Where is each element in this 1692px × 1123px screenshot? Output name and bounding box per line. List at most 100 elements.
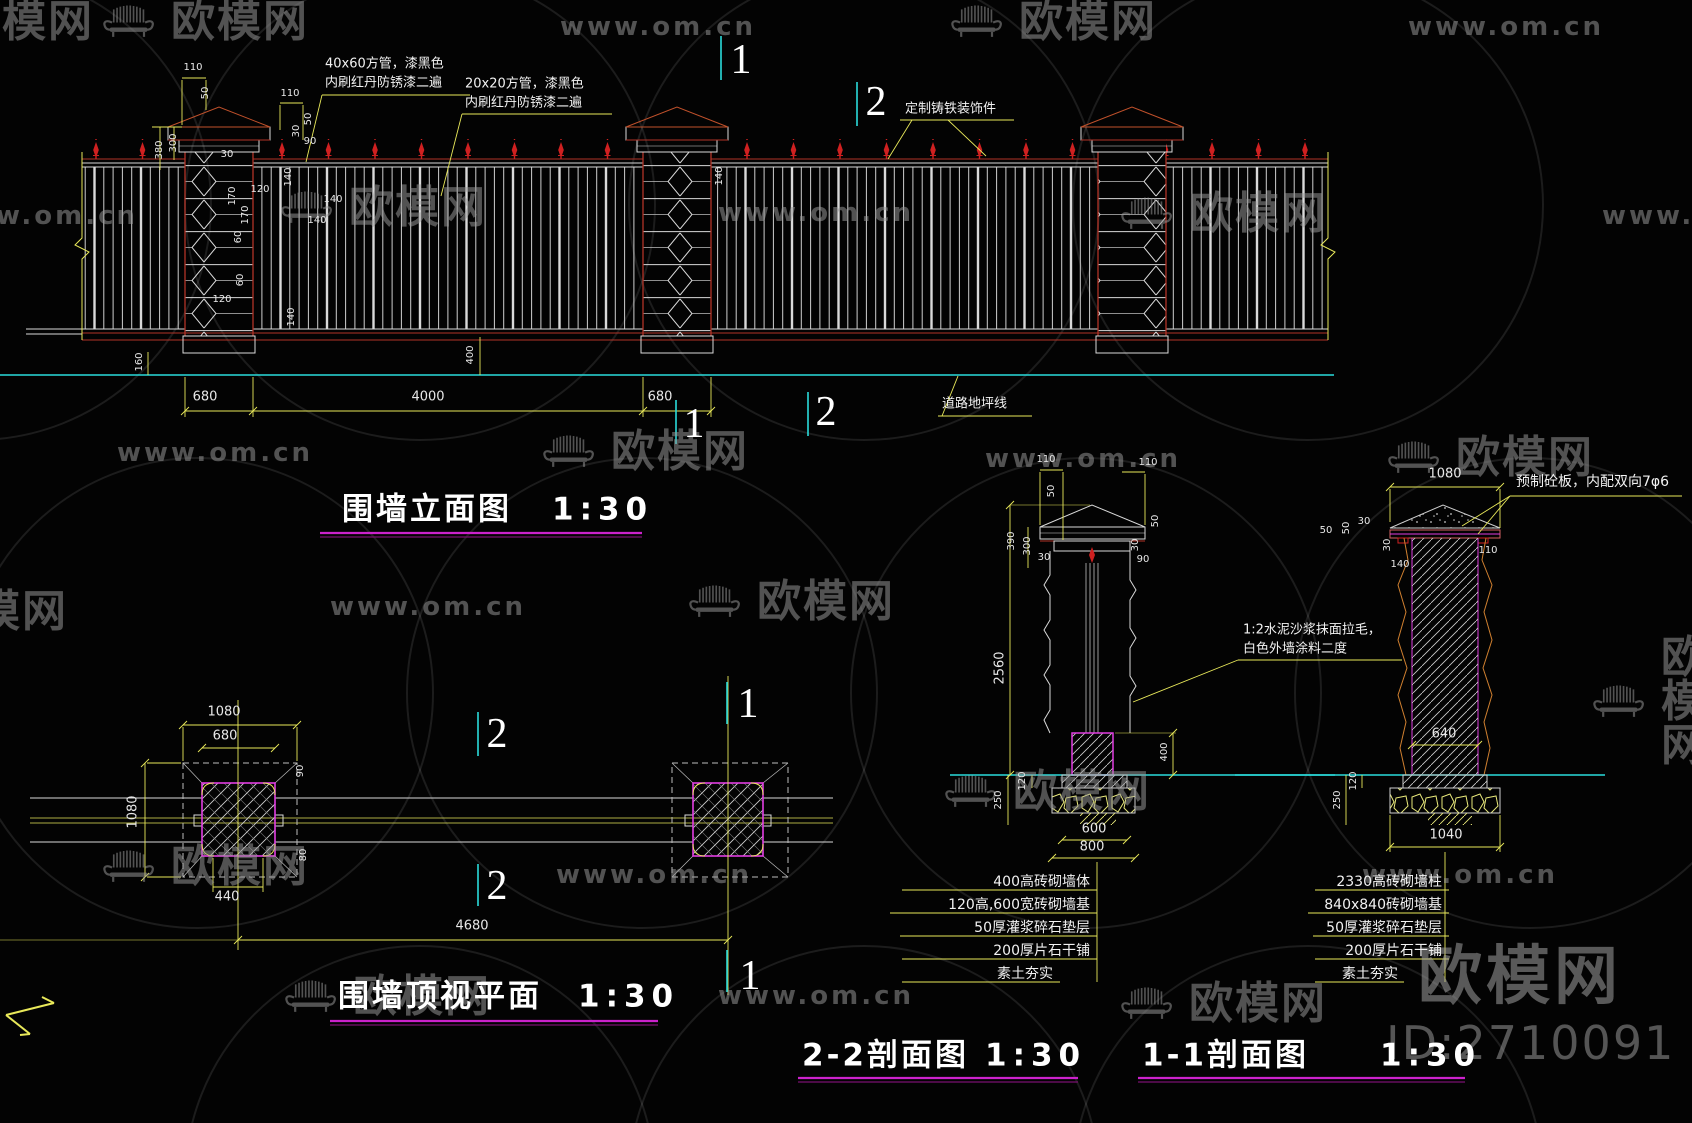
watermark-url-text: www.om.cn [718, 198, 915, 228]
section22-scale: 1:30 [985, 1037, 1087, 1074]
dim-1080: 1080 [1428, 466, 1462, 482]
dim-680: 680 [647, 389, 673, 405]
section-marker-1: 1 [739, 953, 761, 999]
dim-110: 110 [1478, 545, 1498, 556]
dim-50: 50 [1319, 525, 1333, 536]
watermark-logo: 欧模网 [1590, 636, 1692, 768]
note-11-1: 2330高砖砌墙柱 [1336, 874, 1442, 890]
note-22-3: 50厚灌浆碎石垫层 [974, 920, 1090, 936]
plan-title: 围墙顶视平面 [338, 978, 542, 1015]
watermark-logo: 欧模网 [686, 580, 895, 624]
dim-140: 140 [714, 166, 725, 186]
annotation-tube4060-line1: 40x60方管，漆黑色 [325, 56, 444, 72]
dim-110: 110 [1036, 454, 1056, 465]
section-marker-1: 1 [737, 681, 759, 727]
dim-110: 110 [1138, 457, 1158, 468]
dim-120: 120 [212, 294, 232, 305]
dim-30: 30 [291, 124, 302, 138]
dim-140: 140 [1390, 559, 1410, 570]
dim-140: 140 [286, 307, 297, 327]
dim-90: 90 [1136, 554, 1150, 565]
watermark-brand-text: 欧模网 [353, 971, 491, 1022]
watermark-brand-text: 欧模网 [171, 0, 309, 47]
watermark-url-text: www.om.cn [0, 201, 139, 231]
dim-50: 50 [1341, 521, 1352, 535]
dim-30: 30 [1037, 552, 1051, 563]
section11-title: 1-1剖面图 [1142, 1037, 1310, 1074]
watermark-logo: 欧模网 [278, 186, 487, 230]
watermark-url-text: www.om.cn [117, 438, 314, 468]
dim-680: 680 [212, 728, 238, 744]
dim-1040: 1040 [1429, 827, 1463, 843]
dim-120: 120 [1017, 771, 1028, 791]
watermark-logo: 欧模网 [100, 845, 309, 889]
watermark-url-text: www.om.cn [1602, 201, 1692, 231]
dim-50: 50 [1150, 514, 1161, 528]
note-11-3: 50厚灌浆碎石垫层 [1326, 920, 1442, 936]
dim-4000: 4000 [411, 389, 445, 405]
watermark-brand-text: 欧模网 [1456, 432, 1594, 483]
watermark-logo: 欧模网 [1118, 192, 1327, 236]
section11-scale: 1:30 [1380, 1037, 1482, 1074]
watermark-brand-text: 欧模网 [1013, 766, 1151, 817]
watermark-brand-big: 欧模网 [1418, 940, 1622, 1014]
dim-110: 110 [280, 88, 300, 99]
dim-440: 440 [214, 889, 240, 905]
watermark-brand-text: 欧模网 [0, 0, 94, 47]
dim-50: 50 [303, 112, 314, 126]
watermark-logo: 欧模网 [1385, 436, 1594, 480]
watermark-logo: 欧模网 [942, 770, 1151, 814]
section-marker-2: 2 [865, 79, 887, 125]
note-22-1: 400高砖砌墙体 [993, 874, 1090, 890]
dim-30: 30 [1357, 516, 1371, 527]
dim-390: 390 [1006, 531, 1017, 551]
dim-90: 90 [303, 136, 317, 147]
dim-60: 60 [235, 273, 246, 287]
annotation-tube2020-line1: 20x20方管，漆黑色 [465, 76, 584, 92]
watermark-url-text: www.om.cn [1362, 860, 1559, 890]
section-marker-2: 2 [486, 863, 508, 909]
annotation-road-level: 道路地坪线 [942, 396, 1008, 412]
note-22-2: 120高,600宽砖砌墙基 [948, 897, 1090, 913]
watermark-url-text: www.om.cn [985, 444, 1182, 474]
dim-160: 160 [134, 352, 145, 372]
dim-300: 300 [168, 133, 179, 153]
watermark-brand-text: 欧模网 [611, 426, 749, 477]
dim-800: 800 [1079, 839, 1105, 855]
dim-120: 120 [1348, 771, 1359, 791]
dim-170: 170 [227, 186, 238, 206]
watermark-brand-text: 欧模网 [757, 576, 895, 627]
section-marker-1: 1 [683, 401, 705, 447]
dim-90: 90 [295, 764, 306, 778]
dim-120: 120 [250, 184, 270, 195]
dim-1080: 1080 [125, 795, 141, 829]
watermark-brand-text: 欧模网 [1661, 632, 1692, 771]
dim-80: 80 [298, 848, 309, 862]
elevation-title: 围墙立面图 [342, 491, 512, 528]
dim-30: 30 [1130, 538, 1141, 552]
watermark-url-text: www.om.cn [718, 981, 915, 1011]
elevation-scale: 1:30 [552, 491, 654, 528]
dim-140: 140 [283, 167, 294, 187]
annotation-precast-slab: 预制砼板，内配双向7φ6 [1516, 474, 1670, 490]
dim-250: 250 [993, 790, 1004, 810]
watermark-url-text: www.om.cn [556, 860, 753, 890]
annotation-plaster-line2: 白色外墙涂料二度 [1243, 641, 1348, 657]
watermark-logo: 欧模网 [540, 430, 749, 474]
dim-110: 110 [183, 62, 203, 73]
dim-300: 300 [1022, 536, 1033, 556]
dim-50: 50 [1046, 484, 1057, 498]
dim-50: 50 [200, 86, 211, 100]
dim-140: 140 [307, 215, 327, 226]
dim-140: 140 [323, 194, 343, 205]
dim-60: 60 [233, 230, 244, 244]
watermark-logo: 欧模网 [0, 0, 94, 44]
note-11-4: 200厚片石干铺 [1345, 943, 1442, 959]
watermark-brand-text: 欧模网 [349, 182, 487, 233]
watermark-brand-text: 欧模网 [0, 586, 68, 637]
dim-1080: 1080 [207, 704, 241, 720]
watermark-id-text: ID:2710091 [1386, 1016, 1676, 1070]
dim-250: 250 [1332, 790, 1343, 810]
